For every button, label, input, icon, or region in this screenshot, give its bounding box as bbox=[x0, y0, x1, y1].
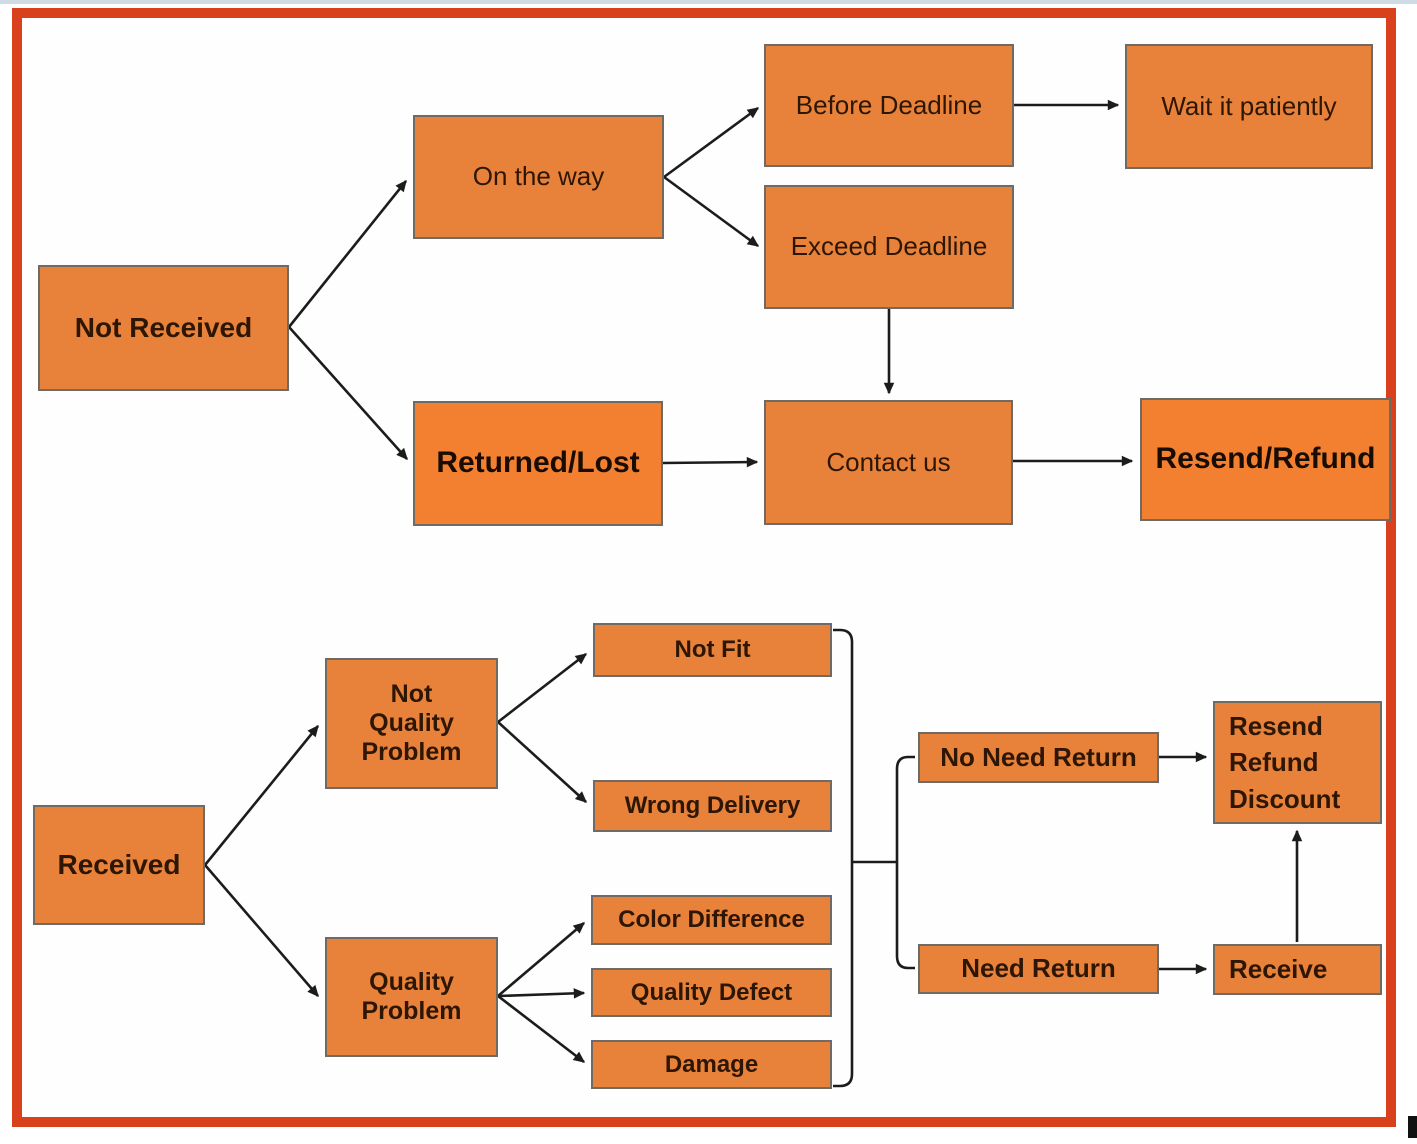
node-exceed-deadline: Exceed Deadline bbox=[764, 185, 1014, 309]
node-resend-refund-discount: Resend Refund Discount bbox=[1213, 701, 1382, 824]
node-before-deadline: Before Deadline bbox=[764, 44, 1014, 167]
node-not-fit: Not Fit bbox=[593, 623, 832, 677]
node-resend-refund: Resend/Refund bbox=[1140, 398, 1391, 521]
node-not-received: Not Received bbox=[38, 265, 289, 391]
node-damage: Damage bbox=[591, 1040, 832, 1089]
node-no-need-return: No Need Return bbox=[918, 732, 1159, 783]
top-strip bbox=[0, 0, 1417, 4]
node-returned-lost: Returned/Lost bbox=[413, 401, 663, 526]
node-contact-us: Contact us bbox=[764, 400, 1013, 525]
node-need-return: Need Return bbox=[918, 944, 1159, 994]
node-color-difference: Color Difference bbox=[591, 895, 832, 945]
node-not-quality-problem: Not Quality Problem bbox=[325, 658, 498, 789]
corner-artifact-mark bbox=[1408, 1116, 1417, 1138]
node-received: Received bbox=[33, 805, 205, 925]
red-frame-border bbox=[12, 8, 1396, 1127]
node-quality-problem: Quality Problem bbox=[325, 937, 498, 1057]
refund-line: Refund bbox=[1229, 747, 1319, 778]
node-on-the-way: On the way bbox=[413, 115, 664, 239]
node-wrong-delivery: Wrong Delivery bbox=[593, 780, 832, 832]
node-quality-defect: Quality Defect bbox=[591, 968, 832, 1017]
node-wait-it-patiently: Wait it patiently bbox=[1125, 44, 1373, 169]
discount-line: Discount bbox=[1229, 783, 1341, 814]
node-receive: Receive bbox=[1213, 944, 1382, 995]
resend-line: Resend bbox=[1229, 710, 1323, 741]
